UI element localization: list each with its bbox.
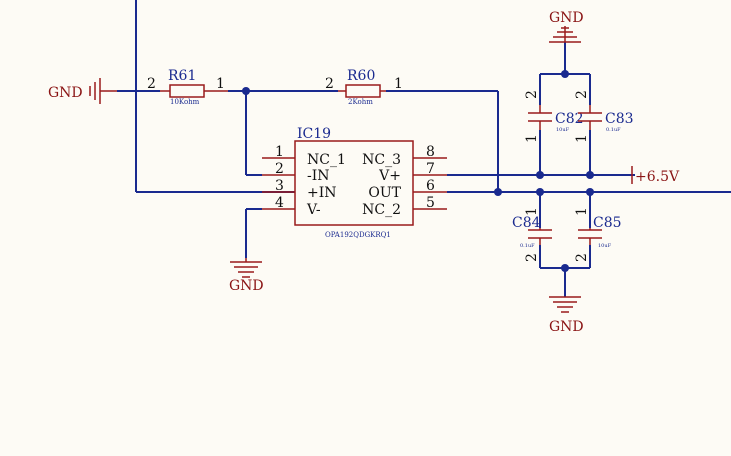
gnd-symbol-left: GND	[48, 78, 117, 104]
c83-pin-bottom: 1	[574, 134, 590, 143]
ic-pin-num: 7	[426, 161, 435, 177]
c85-ref: C85	[593, 215, 622, 231]
r61-ref: R61	[168, 68, 196, 84]
r60-value: 2Kohm	[348, 98, 373, 106]
ic-pin-num: 3	[275, 178, 284, 194]
ic-pin-num: 1	[275, 144, 284, 160]
ic-body	[294, 140, 414, 226]
junction-dot	[536, 188, 544, 196]
c82-value: 10uF	[556, 127, 570, 133]
c82-pin-bottom: 1	[524, 134, 540, 143]
ic-pin-name: NC_1	[307, 152, 346, 168]
ic-pin-name: V-	[306, 202, 321, 218]
r60-pin-left: 2	[325, 76, 334, 92]
junction-dot	[561, 70, 569, 78]
c85-pin-top: 1	[574, 207, 590, 216]
r61-pin-left: 2	[147, 76, 156, 92]
c84-pin-bottom: 2	[524, 253, 540, 262]
ic-part: OPA192QDGKRQ1	[325, 231, 391, 239]
resistor-r61[interactable]: R61 10Kohm 2 1	[147, 68, 228, 106]
c83-pin-top: 2	[574, 90, 590, 99]
junction-dot	[242, 87, 250, 95]
c82-ref: C82	[555, 111, 584, 127]
gnd-symbol-opamp: GND	[229, 258, 264, 294]
ic-pin-name: NC_2	[362, 202, 401, 218]
ic-pin-name: NC_3	[362, 152, 401, 168]
ic-opamp[interactable]: IC19 OPA192QDGKRQ1 1 2 3 4 NC_1 -IN +IN …	[262, 126, 447, 239]
c85-pin-bottom: 2	[574, 253, 590, 262]
r61-pin-right: 1	[216, 76, 225, 92]
c83-ref: C83	[605, 111, 634, 127]
junction-dot	[494, 188, 502, 196]
c84-ref: C84	[512, 215, 541, 231]
junction-dot	[586, 188, 594, 196]
ic-pin-name: -IN	[307, 168, 330, 184]
capacitor-c84[interactable]: C84 0.1uF 1 2	[512, 207, 552, 262]
r61-value: 10Kohm	[170, 98, 200, 106]
power-label: +6.5V	[635, 169, 680, 185]
ic-pin-num: 6	[426, 178, 435, 194]
ic-pin-name: V+	[378, 168, 401, 184]
r60-ref: R60	[347, 68, 375, 84]
junction-dot	[561, 264, 569, 272]
gnd-label-bottom: GND	[549, 319, 584, 335]
gnd-symbol-top: GND	[549, 10, 584, 43]
c82-pin-top: 2	[524, 90, 540, 99]
ic-pin-num: 2	[275, 161, 284, 177]
capacitor-c85[interactable]: C85 10uF 1 2	[574, 207, 622, 262]
resistor-r60[interactable]: R60 2Kohm 2 1	[325, 68, 403, 106]
gnd-label-left: GND	[48, 85, 83, 101]
gnd-label-opamp: GND	[229, 278, 264, 294]
ic-ref: IC19	[297, 126, 331, 142]
junction-dot	[586, 171, 594, 179]
c85-value: 10uF	[598, 243, 612, 249]
ic-pin-num: 8	[426, 144, 435, 160]
ic-pin-num: 4	[275, 195, 284, 211]
r60-pin-right: 1	[394, 76, 403, 92]
gnd-label-top: GND	[549, 10, 584, 26]
c84-value: 0.1uF	[520, 243, 535, 249]
ic-pin-num: 5	[426, 195, 435, 211]
wires	[117, 0, 731, 297]
capacitor-c83[interactable]: C83 0.1uF 2 1	[574, 90, 634, 143]
junction-dot	[536, 171, 544, 179]
c84-pin-top: 1	[524, 207, 540, 216]
ic-pin-name: +IN	[307, 185, 337, 201]
power-port: +6.5V	[631, 166, 680, 185]
capacitor-c82[interactable]: C82 10uF 2 1	[524, 90, 584, 143]
c83-value: 0.1uF	[606, 127, 621, 133]
gnd-symbol-bottom: GND	[549, 296, 584, 335]
junctions	[242, 70, 594, 272]
ic-pin-name: OUT	[368, 185, 401, 201]
